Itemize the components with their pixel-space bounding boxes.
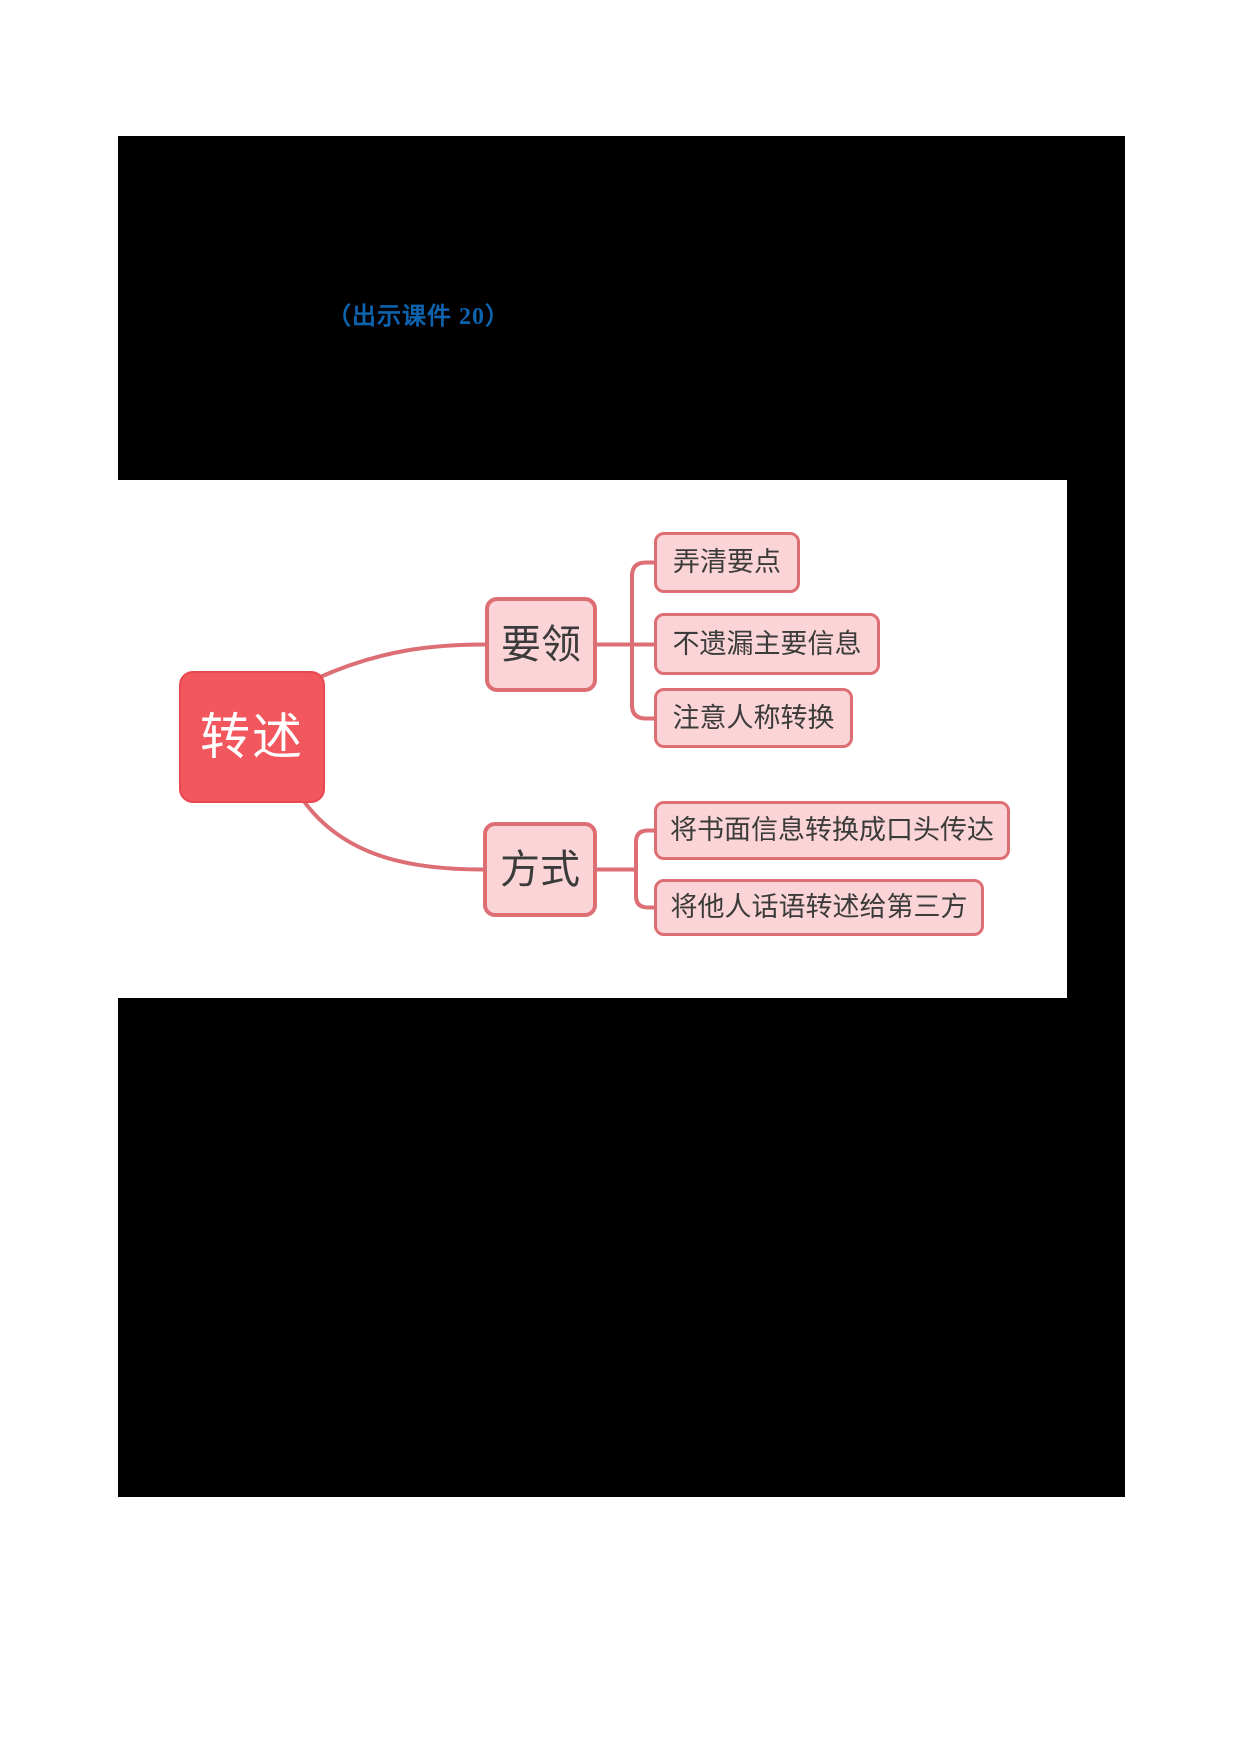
leaf-node-no-missing-info: 不遗漏主要信息 [654, 613, 880, 675]
leaf-node-written-to-oral: 将书面信息转换成口头传达 [654, 801, 1010, 860]
bracket-essentials [630, 560, 656, 721]
mindmap-panel: 转述 要领 方式 弄清要点 不遗漏主要信息 注意人称转换 将书面信息转换成口头传… [118, 480, 1067, 998]
connector-lines [301, 560, 656, 910]
leaf-node-relay-to-third-party: 将他人话语转述给第三方 [654, 879, 984, 936]
branch-node-essentials: 要领 [485, 597, 597, 692]
curve-root-to-essentials [316, 642, 487, 680]
branch-node-methods: 方式 [483, 822, 597, 917]
root-node: 转述 [179, 671, 325, 803]
curve-root-to-methods [301, 798, 485, 872]
leaf-node-clarify-points: 弄清要点 [654, 532, 800, 593]
courseware-note: （出示课件 20） [327, 304, 510, 330]
bracket-methods [634, 828, 656, 910]
leaf-node-person-conversion: 注意人称转换 [654, 688, 853, 748]
